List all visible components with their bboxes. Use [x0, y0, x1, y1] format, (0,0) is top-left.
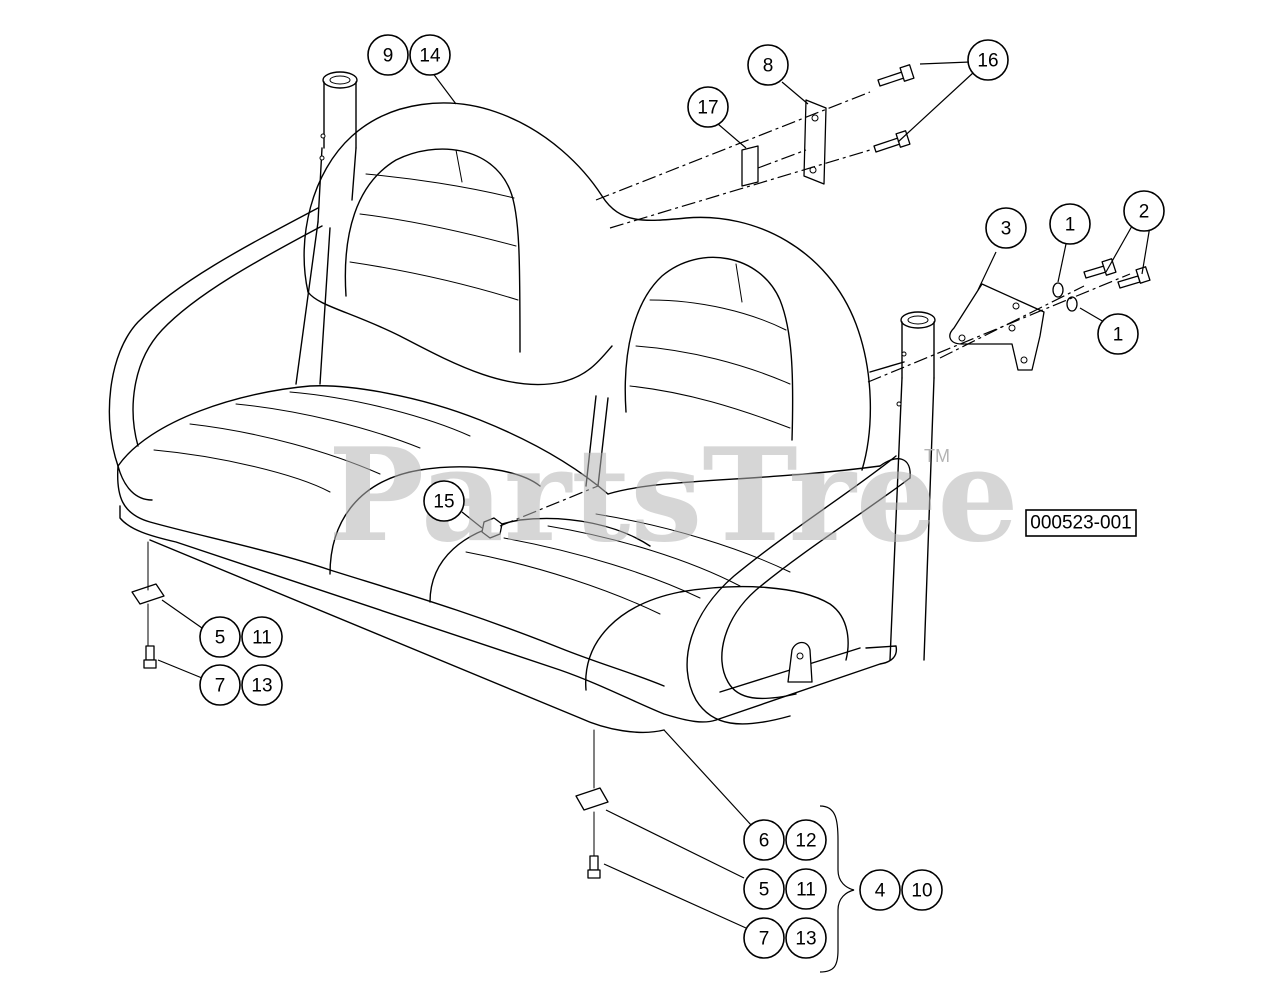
part-5-clip-right	[575, 787, 609, 811]
callout-label: 4	[875, 881, 886, 902]
reference-code: 000523-001	[1030, 513, 1131, 534]
part-2-bolts	[1083, 258, 1151, 289]
part-8-bracket	[803, 99, 827, 185]
callout-circle	[1123, 190, 1165, 232]
callout-label: 15	[433, 492, 454, 513]
callout-16: 16	[967, 39, 1009, 81]
callout-label: 7	[215, 676, 226, 697]
part-17-pad	[741, 145, 759, 187]
callout-label: 11	[252, 628, 272, 649]
callout-label: 14	[419, 46, 441, 67]
assembly-lines	[147, 91, 1131, 857]
callout-4: 4	[859, 869, 901, 911]
callout-9: 9	[367, 34, 409, 76]
callout-circle	[747, 44, 789, 86]
callout-circle	[1097, 313, 1139, 355]
callout-13b: 13	[785, 917, 827, 959]
callout-circle	[785, 819, 827, 861]
callout-circle	[901, 869, 943, 911]
callout-5a: 5	[199, 616, 241, 658]
callout-circle	[1049, 203, 1091, 245]
callout-label: 9	[383, 46, 394, 67]
callout-13a: 13	[241, 664, 283, 706]
part-16-bolts	[873, 64, 915, 153]
callout-circle	[423, 480, 465, 522]
part-15-nut	[481, 517, 503, 539]
callout-label: 12	[795, 831, 816, 852]
callout-10: 10	[901, 869, 943, 911]
callout-7b: 7	[743, 917, 785, 959]
part-7-screw-left	[145, 645, 155, 661]
callout-1a: 1	[1049, 203, 1091, 245]
callout-label: 13	[795, 929, 816, 950]
callout-label: 6	[759, 831, 770, 852]
callout-7a: 7	[199, 664, 241, 706]
callout-1b: 1	[1097, 313, 1139, 355]
callout-circle	[199, 616, 241, 658]
callout-8: 8	[747, 44, 789, 86]
callout-label: 3	[1001, 219, 1012, 240]
part-1-washer-upper	[1052, 282, 1064, 298]
callout-circle	[985, 207, 1027, 249]
callout-label: 16	[977, 51, 998, 72]
callout-label: 8	[763, 56, 774, 77]
callout-5b: 5	[743, 868, 785, 910]
callout-circle	[743, 917, 785, 959]
callout-circle	[687, 86, 729, 128]
callout-label: 11	[796, 880, 816, 901]
callout-circle	[367, 34, 409, 76]
callout-11a: 11	[241, 616, 283, 658]
callout-label: 1	[1065, 215, 1076, 236]
part-1-washer-lower	[1066, 296, 1078, 312]
callout-label: 5	[759, 880, 770, 901]
part-3-bracket	[949, 283, 1045, 371]
callout-circle	[409, 34, 451, 76]
reference-code-box: 000523-001	[1025, 509, 1137, 537]
watermark-trademark: TM	[924, 446, 950, 466]
callout-label: 13	[251, 676, 272, 697]
callout-label: 17	[697, 98, 718, 119]
callout-label: 5	[215, 628, 226, 649]
callout-6: 6	[743, 819, 785, 861]
callout-14: 14	[409, 34, 451, 76]
callout-circle	[785, 868, 827, 910]
callout-17: 17	[687, 86, 729, 128]
callout-circle	[241, 664, 283, 706]
callout-15: 15	[423, 480, 465, 522]
callout-2: 2	[1123, 190, 1165, 232]
callout-circle	[241, 616, 283, 658]
callout-11b: 11	[785, 868, 827, 910]
callout-label: 7	[759, 929, 770, 950]
part-7-screw-right	[589, 855, 599, 871]
hardware-parts	[131, 64, 1151, 879]
callout-circle	[859, 869, 901, 911]
callout-label: 1	[1113, 325, 1124, 346]
seat-frame-drawing	[108, 71, 936, 734]
callout-label: 10	[911, 881, 932, 902]
callout-circle	[199, 664, 241, 706]
callout-12: 12	[785, 819, 827, 861]
callout-label: 2	[1139, 202, 1150, 223]
callout-circle	[785, 917, 827, 959]
callout-circle	[743, 819, 785, 861]
callout-circle	[743, 868, 785, 910]
leader-lines	[157, 61, 1151, 973]
callout-3: 3	[985, 207, 1027, 249]
callout-circle	[967, 39, 1009, 81]
